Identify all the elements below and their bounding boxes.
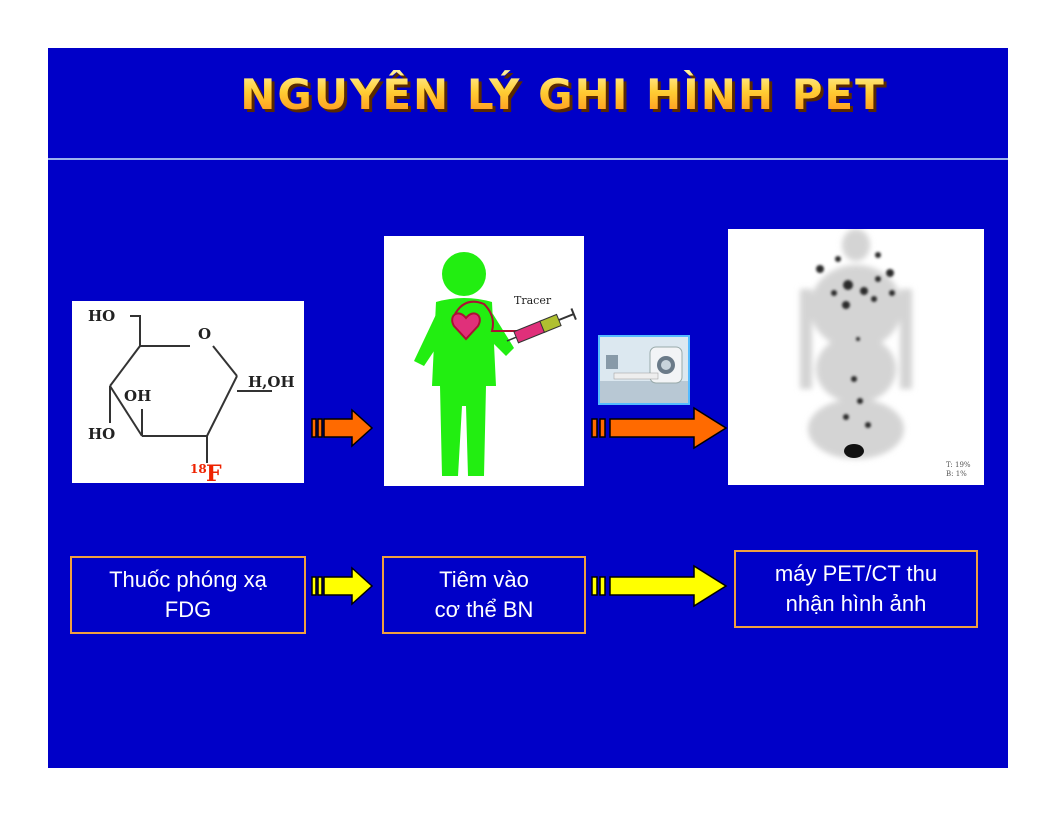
arrow-icon-yellow-1: [311, 566, 374, 606]
title-divider: [48, 158, 1008, 160]
syringe-icon: [506, 308, 577, 344]
arrow-icon-orange-2: [591, 406, 728, 450]
heart-icon: [451, 312, 481, 341]
step-label-fdg-text: Thuốc phóng xạ FDG: [109, 567, 267, 622]
arrow-icon-yellow-2: [591, 564, 728, 608]
injection-image: Tracer: [384, 236, 584, 486]
ring-oxygen-label: O: [198, 325, 211, 343]
scan-overlay-line1: T: 19%: [946, 461, 971, 469]
step-label-fdg: Thuốc phóng xạ FDG: [70, 556, 306, 634]
arrow-icon-orange-1: [311, 408, 374, 448]
fdg-structure-diagram: HO O OH H,OH HO 18 F: [88, 307, 295, 487]
human-figure-icon: [414, 252, 514, 476]
scanner-photo: [600, 337, 688, 403]
isotope-mass-label: 18: [190, 462, 207, 476]
pet-ct-scanner-image: [598, 335, 690, 405]
tracer-label: Tracer: [514, 294, 552, 307]
step-label-injection: Tiêm vào cơ thể BN: [382, 556, 586, 634]
step-label-scanner-text: máy PET/CT thu nhận hình ảnh: [774, 561, 938, 616]
human-figure-tracer-illustration: Tracer: [414, 252, 577, 476]
page-title: NGUYÊN LÝ GHI HÌNH PET: [48, 70, 1008, 119]
h-oh-label: H,OH: [248, 373, 295, 391]
ho-bottom-label: HO: [88, 425, 115, 443]
step-label-injection-text: Tiêm vào cơ thể BN: [434, 567, 534, 622]
page-title-shadow: NGUYÊN LÝ GHI HÌNH PET: [51, 73, 1011, 122]
fdg-molecule-image: HO O OH H,OH HO 18 F: [72, 301, 304, 487]
slide: NGUYÊN LÝ GHI HÌNH PET NGUYÊN LÝ GHI HÌN…: [48, 48, 1008, 768]
pet-scan-image: T: 19% B: 1%: [728, 229, 984, 485]
isotope-symbol-label: F: [206, 461, 222, 483]
scan-overlay-line2: B: 1%: [946, 470, 967, 478]
oh-middle-label: OH: [124, 387, 151, 405]
step-label-scanner: máy PET/CT thu nhận hình ảnh: [734, 550, 978, 628]
whole-body-pet-scan: T: 19% B: 1%: [800, 229, 971, 478]
ho-top-label: HO: [88, 307, 115, 325]
